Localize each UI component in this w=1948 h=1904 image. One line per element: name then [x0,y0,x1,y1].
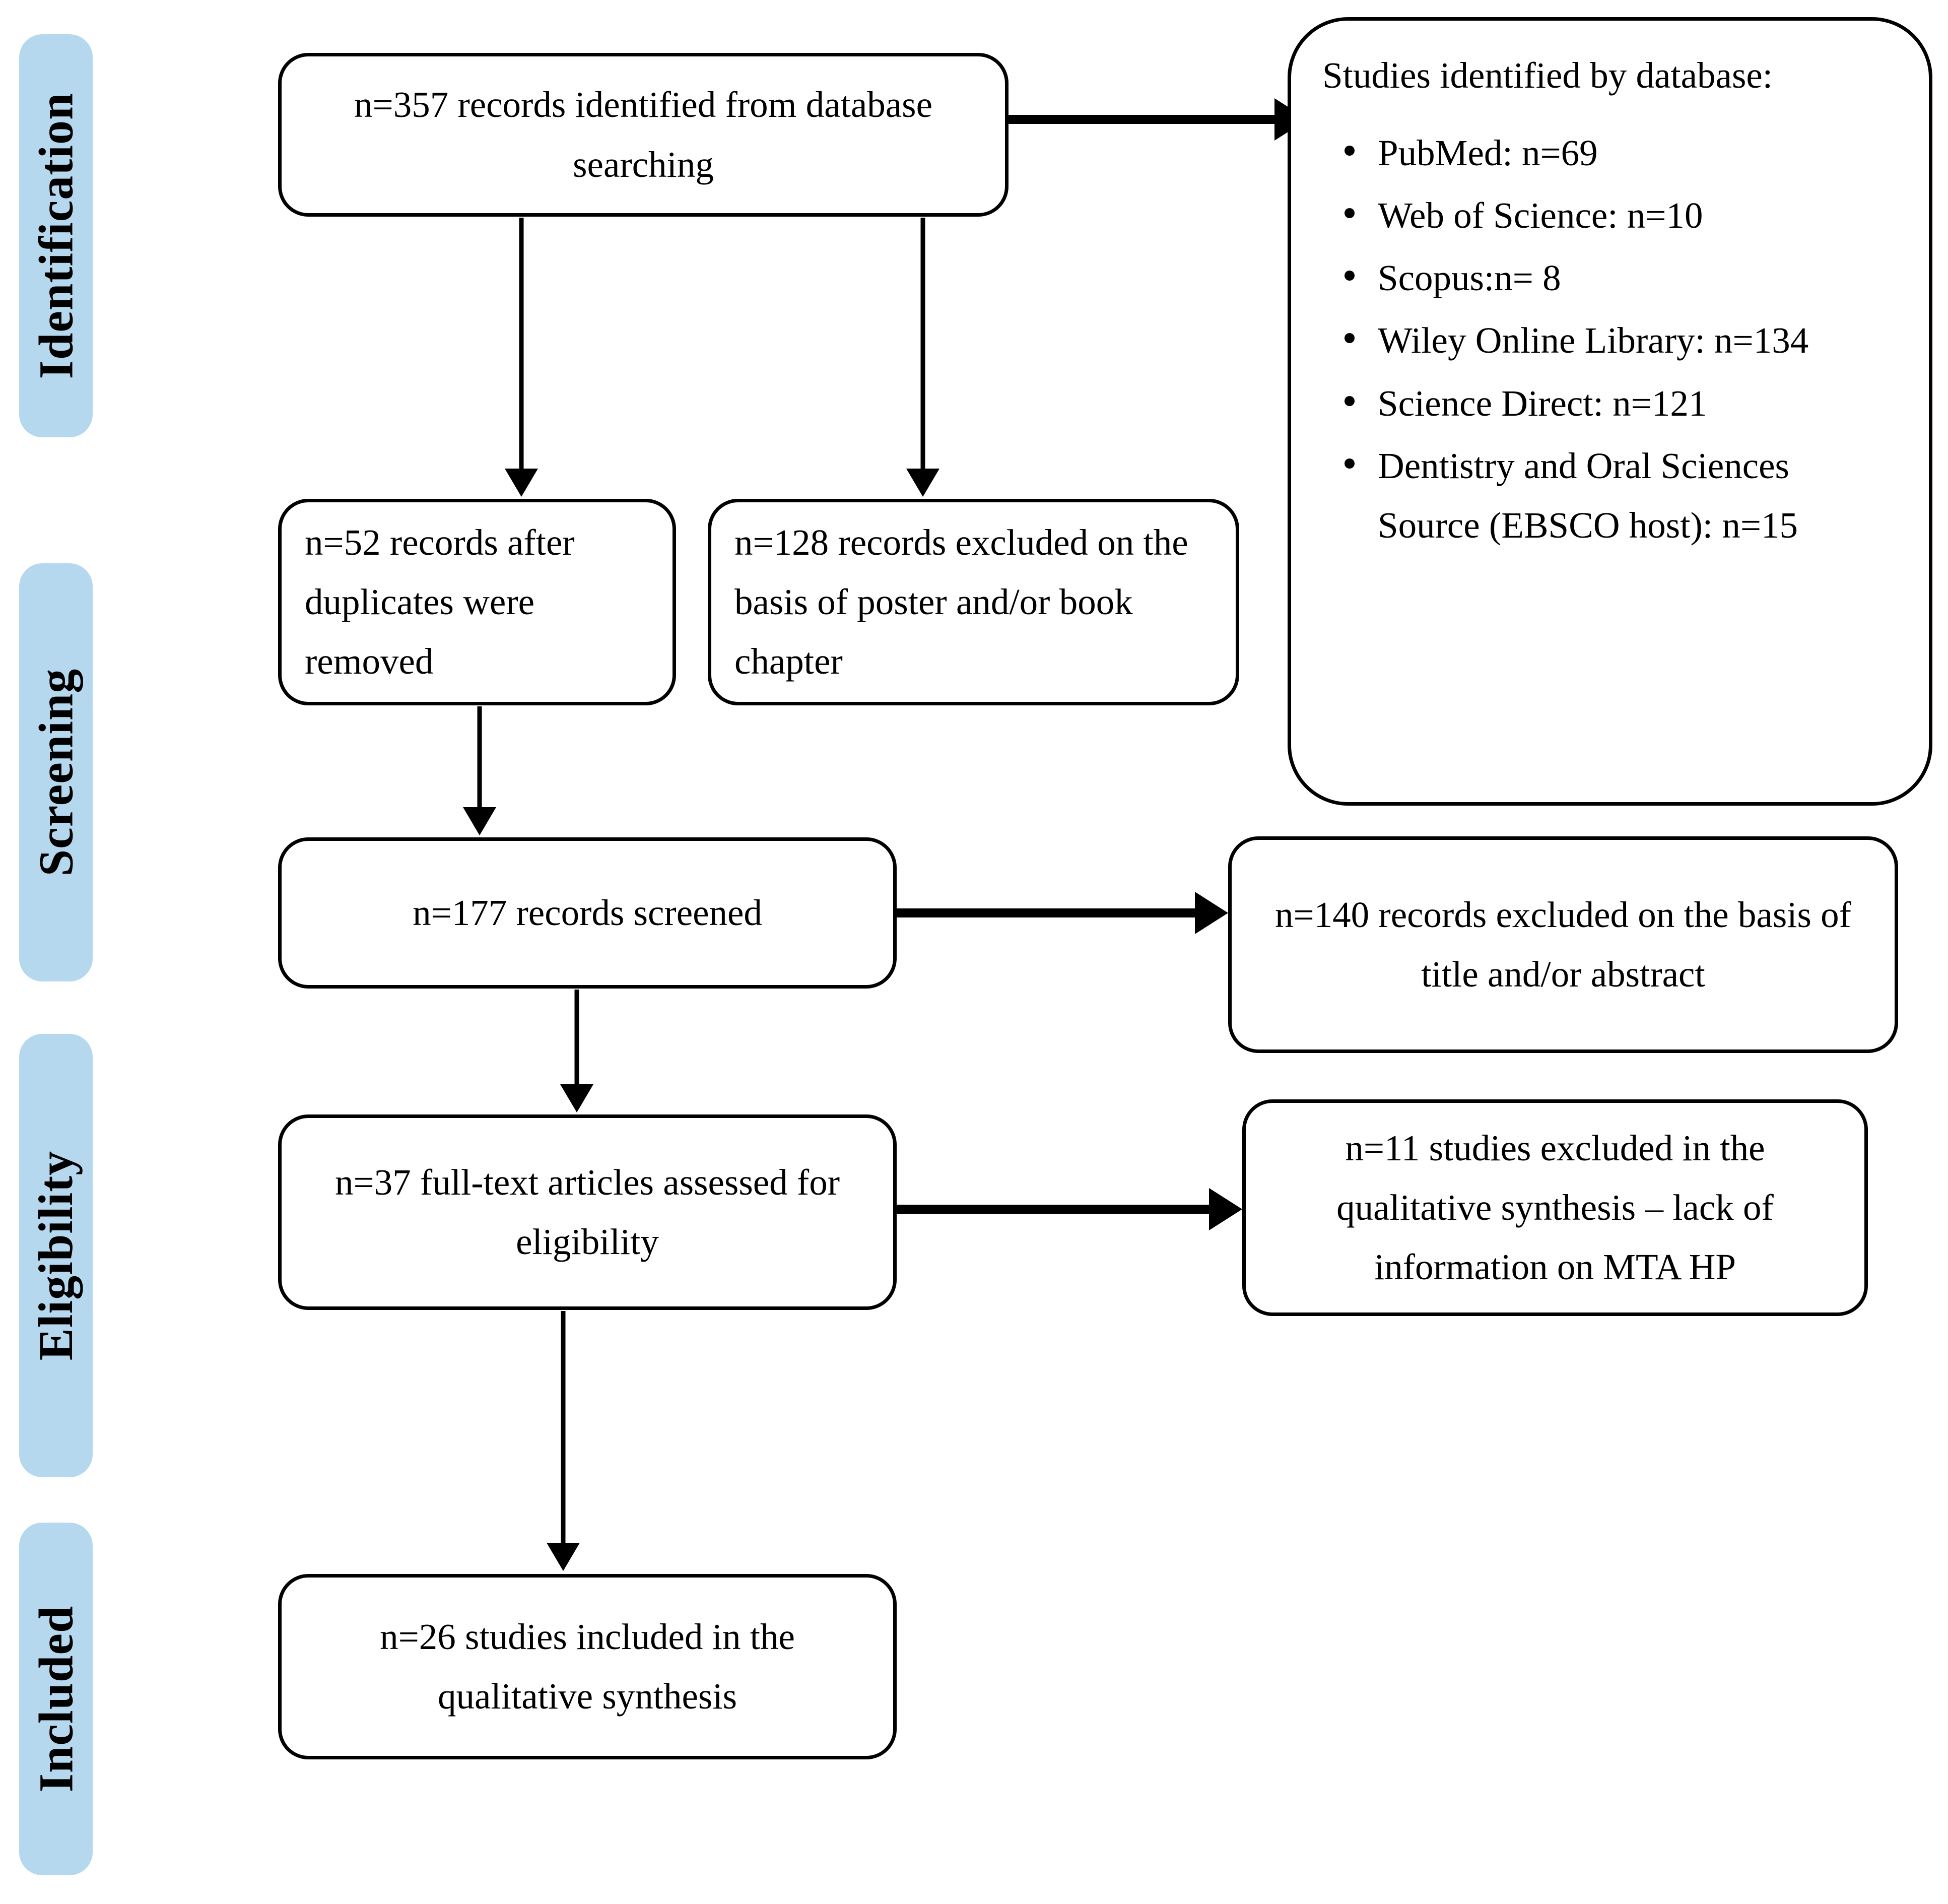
database-list: PubMed: n=69 Web of Science: n=10 Scopus… [1322,123,1900,556]
bullet-icon [1345,208,1355,218]
arrow-head [560,1084,593,1112]
box-records-identified: n=357 records identified from database s… [278,53,1009,217]
database-panel: Studies identified by database: PubMed: … [1288,17,1932,806]
database-list-item-text: Web of Science: n=10 [1378,194,1703,236]
database-list-item-text: Scopus:n= 8 [1378,257,1561,298]
database-list-item-text: Wiley Online Library: n=134 [1378,320,1809,361]
box-records-excluded-title: n=140 records excluded on the basis of t… [1228,836,1898,1053]
arrow-head [1209,1188,1242,1230]
arrow-shaft [897,1205,1215,1214]
database-list-item-text: Science Direct: n=121 [1378,382,1707,424]
database-list-item: Web of Science: n=10 [1345,186,1900,245]
box-records-excluded-poster-text: n=128 records excluded on the basis of p… [734,521,1188,682]
arrow-head [505,469,538,497]
stage-label-identification: Identification [19,34,93,437]
arrow-shaft [920,218,925,471]
stage-label-included: Included [19,1523,93,1875]
stage-label-included-text: Included [29,1605,83,1793]
arrow-shaft [561,1311,566,1545]
box-records-screened: n=177 records screened [278,837,897,989]
box-records-after-duplicates: n=52 records after duplicates were remov… [278,499,676,705]
database-list-item: Dentistry and Oral Sciences Source (EBSC… [1345,436,1900,556]
bullet-icon [1345,145,1355,156]
stage-label-eligibility: Eligibility [19,1034,93,1477]
database-list-item: Wiley Online Library: n=134 [1345,311,1900,370]
database-list-item: PubMed: n=69 [1345,123,1900,183]
arrow-head [463,807,496,835]
arrow-shaft [477,706,482,809]
bullet-icon [1345,458,1355,469]
box-records-after-duplicates-text: n=52 records after duplicates were remov… [305,521,575,682]
arrow-shaft [897,908,1201,917]
arrow-shaft [574,990,579,1086]
stage-label-screening: Screening [19,563,93,981]
box-records-identified-text: n=357 records identified from database s… [354,84,932,185]
box-studies-excluded-mta-text: n=11 studies excluded in the qualitative… [1336,1127,1774,1288]
arrow-shaft [519,218,524,471]
arrow-head [547,1543,580,1571]
database-panel-title: Studies identified by database: [1322,55,1773,96]
bullet-icon [1345,333,1355,344]
box-records-excluded-title-text: n=140 records excluded on the basis of t… [1275,894,1851,995]
database-list-item-text: Dentistry and Oral Sciences Source (EBSC… [1378,445,1798,546]
stage-label-screening-text: Screening [29,668,83,877]
stage-label-identification-text: Identification [29,92,83,379]
bullet-icon [1345,396,1355,406]
box-records-excluded-poster: n=128 records excluded on the basis of p… [708,499,1239,705]
box-studies-excluded-mta: n=11 studies excluded in the qualitative… [1242,1099,1868,1316]
box-fulltext-assessed: n=37 full-text articles assessed for eli… [278,1114,897,1310]
box-studies-included-text: n=26 studies included in the qualitative… [380,1616,795,1717]
database-list-item: Scopus:n= 8 [1345,248,1900,308]
box-fulltext-assessed-text: n=37 full-text articles assessed for eli… [334,1161,840,1262]
database-list-item-text: PubMed: n=69 [1378,132,1598,173]
arrow-head [1195,892,1228,934]
database-list-item: Science Direct: n=121 [1345,374,1900,433]
arrow-shaft [1009,115,1281,124]
box-records-screened-text: n=177 records screened [413,892,762,933]
bullet-icon [1345,271,1355,281]
arrow-head [906,469,939,497]
box-studies-included: n=26 studies included in the qualitative… [278,1574,897,1759]
stage-label-eligibility-text: Eligibility [29,1150,83,1361]
